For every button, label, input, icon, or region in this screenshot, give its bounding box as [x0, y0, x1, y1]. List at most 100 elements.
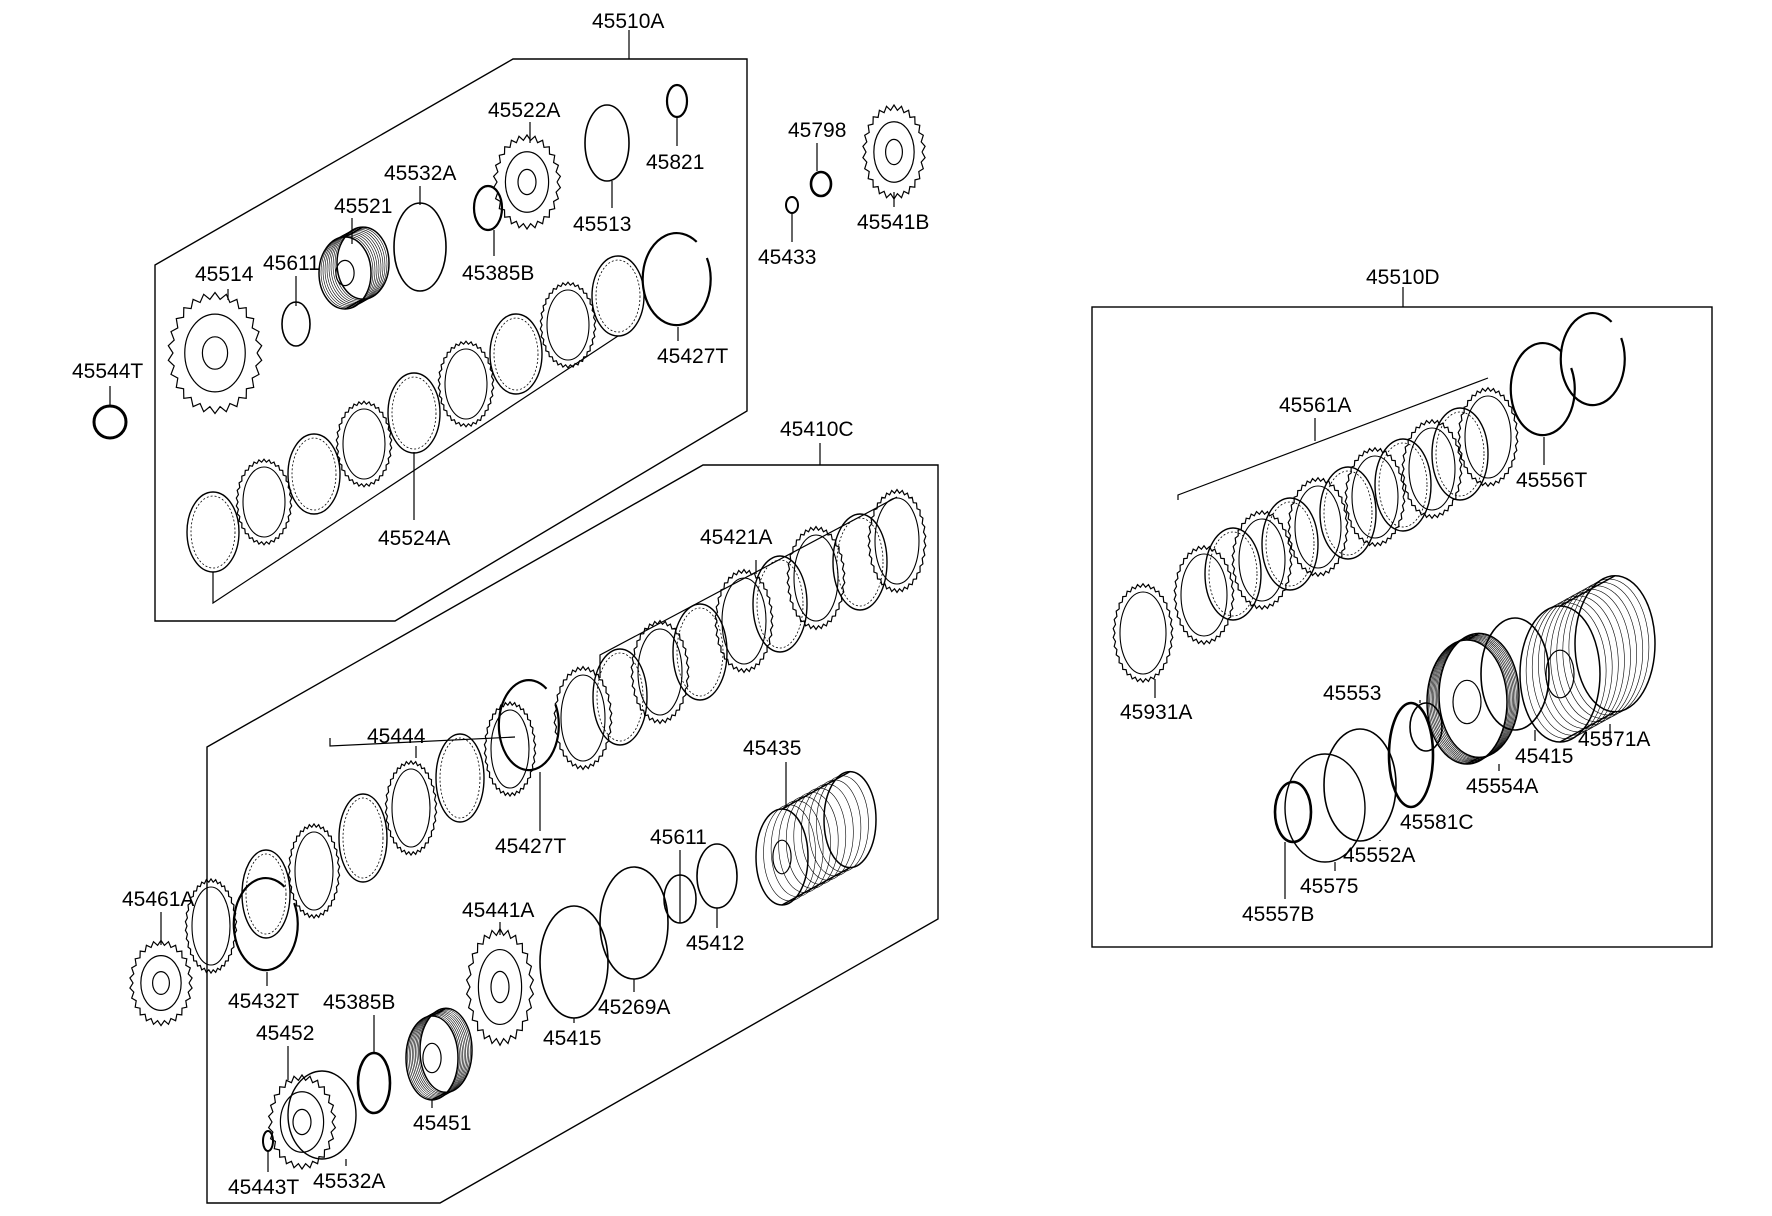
plate-inner-edge — [1119, 591, 1167, 675]
drum-bottom-line — [781, 866, 851, 906]
part-label-45514: 45514 — [195, 263, 254, 286]
group-frame-45510D — [1091, 306, 1713, 948]
plate-inner-edge — [546, 289, 590, 361]
one-way-clutch-45522A — [492, 133, 562, 231]
part-label-45385B: 45385B — [462, 262, 534, 285]
part-label-45524A: 45524A — [378, 527, 450, 550]
drum-spline-ring — [408, 1013, 462, 1099]
part-label-45556T: 45556T — [1516, 469, 1587, 492]
clutch-pack-45561A-item — [1457, 386, 1519, 488]
gear-bore — [884, 138, 903, 166]
clutch-pack-45444-item — [483, 700, 537, 798]
gear-web — [279, 1091, 325, 1153]
snap-ring-45556T — [1509, 341, 1576, 437]
disc-friction-face — [439, 737, 481, 819]
gear-45541B — [862, 103, 926, 201]
seal-ring-45611 — [281, 301, 311, 347]
gear-web — [140, 955, 182, 1011]
plate-inner-edge — [1408, 427, 1456, 511]
drum-spline-ring — [326, 232, 380, 305]
plate-teeth — [1401, 418, 1463, 520]
plate-teeth — [1287, 476, 1349, 578]
part-label-45443T: 45443T — [228, 1176, 299, 1199]
drum-spline-ring — [1525, 602, 1607, 739]
leader-lines — [109, 118, 1611, 1172]
drum-spline-ring — [418, 1008, 471, 1094]
clutch-pack-45444-item — [184, 877, 238, 975]
clutch-pack-45561A-item — [1287, 476, 1349, 578]
snap-ring-45433 — [785, 196, 799, 214]
plate-inner-edge — [1238, 518, 1286, 602]
part-label-45412: 45412 — [686, 932, 744, 955]
snap-ring-45556T — [1559, 311, 1626, 407]
drum-spline-ring — [778, 796, 831, 893]
group-label-45410C: 45410C — [780, 418, 854, 441]
disc-outer-edge — [338, 793, 388, 883]
plate-inner-edge — [560, 674, 606, 762]
clutch-pack-45524A-item — [387, 372, 441, 454]
leader-45421A-bracket — [599, 496, 898, 678]
clutch-pack-45524A-item — [539, 281, 597, 369]
clutch-pack-45524A-item — [591, 255, 645, 337]
disc-outer-edge — [1374, 438, 1432, 532]
gear-shaft-45461A — [129, 939, 193, 1027]
drum-spline-ring — [410, 1013, 463, 1098]
clutch-pack-45444-item — [435, 733, 485, 823]
drum-spline-ring — [1436, 634, 1517, 760]
drum-spline-ring — [1437, 633, 1518, 759]
clutch-pack-45524A-item — [437, 340, 495, 428]
disc-friction-face — [595, 259, 641, 333]
part-label-45554A: 45554A — [1466, 775, 1538, 798]
gear-hub-45514 — [167, 291, 263, 415]
gear-bore — [490, 970, 510, 1004]
disc-outer-edge — [592, 648, 648, 746]
drum-top-line — [431, 1007, 447, 1017]
plate-inner-edge — [242, 466, 286, 538]
drum-hub — [335, 259, 355, 287]
plate-inner-edge — [793, 534, 839, 622]
snap-ring-45513 — [584, 104, 630, 182]
drum-spline-ring — [334, 227, 388, 301]
drum-spline-ring — [328, 231, 382, 304]
clutch-pack-45421A-item — [714, 568, 774, 674]
clutch-pack-45524A-item — [186, 491, 240, 573]
disc-outer-edge — [1204, 527, 1262, 621]
part-label-45931A: 45931A — [1120, 701, 1192, 724]
seal-ring-45412 — [696, 843, 738, 909]
clutch-pack-45561A-item — [1401, 418, 1463, 520]
plate-inner-edge — [1351, 455, 1399, 539]
spring-retainer-45581C — [1387, 701, 1435, 809]
gear-teeth — [167, 291, 263, 415]
gear-teeth — [267, 1073, 337, 1171]
clutch-pack-45524A-item — [335, 400, 393, 488]
disc-outer-edge — [591, 255, 645, 337]
hub-45452 — [267, 1073, 337, 1171]
part-label-45561A: 45561A — [1279, 394, 1351, 417]
clutch-plate-45931A — [1112, 582, 1174, 684]
clutch-pack-45561A-item — [1431, 407, 1489, 501]
drum-spline-ring — [808, 779, 862, 877]
drum-bottom-line — [344, 298, 364, 310]
disc-friction-face — [342, 797, 384, 879]
plate-teeth — [483, 700, 537, 798]
plate-teeth — [714, 568, 774, 674]
hub-45441A — [465, 927, 535, 1047]
drum-top-line — [344, 226, 364, 238]
clutch-pack-45421A-item — [672, 603, 728, 701]
part-label-45444: 45444 — [367, 725, 426, 748]
snap-ring-45821 — [665, 83, 689, 119]
disc-friction-face — [596, 652, 644, 742]
disc-friction-face — [676, 607, 724, 697]
disc-outer-edge — [752, 555, 808, 653]
part-label-45557B: 45557B — [1242, 903, 1314, 926]
clutch-pack-45421A-item — [592, 648, 648, 746]
drum-spline-ring — [1531, 598, 1613, 736]
drum-top-line — [781, 770, 851, 810]
plate-inner-edge — [444, 348, 488, 420]
disc-friction-face — [291, 437, 337, 511]
part-label-45432T: 45432T — [228, 990, 299, 1013]
drum-bottom-line — [431, 1091, 447, 1101]
part-label-45269A: 45269A — [598, 996, 670, 1019]
